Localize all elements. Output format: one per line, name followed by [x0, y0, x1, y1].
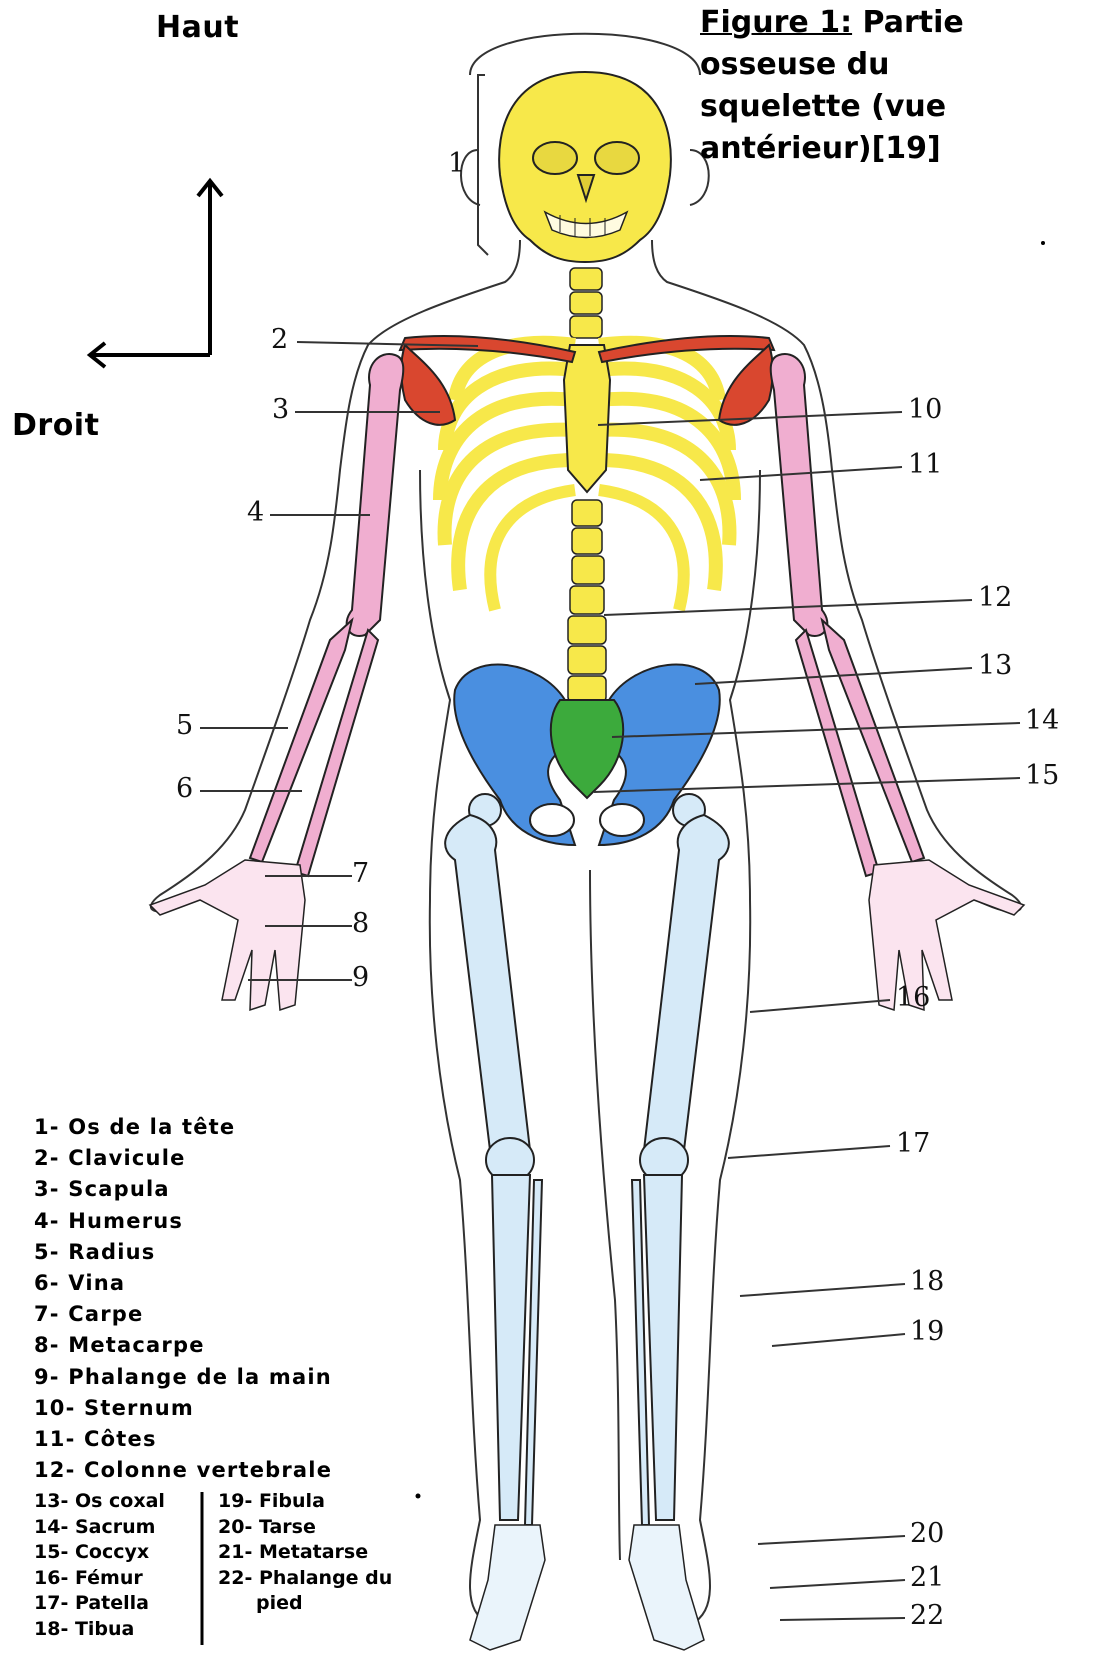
- callout-5: 5: [176, 710, 193, 741]
- callout-6: 6: [176, 773, 193, 804]
- callout-4: 4: [247, 497, 264, 528]
- legend-item: 21- Metatarse: [218, 1540, 392, 1566]
- hands: [150, 860, 1024, 1010]
- callout-21: 21: [910, 1562, 944, 1593]
- legend-item: 10- Sternum: [34, 1393, 332, 1424]
- sternum: [564, 345, 610, 492]
- callout-12: 12: [978, 582, 1012, 613]
- legend-item: 16- Fémur: [34, 1566, 165, 1592]
- legend-item: 2- Clavicule: [34, 1143, 332, 1174]
- leg-bones: [445, 794, 729, 1525]
- legend-lower-right: 19- Fibula 20- Tarse 21- Metatarse 22- P…: [218, 1489, 392, 1617]
- title-line-3: squelette (vue: [700, 86, 964, 128]
- legend-lower-left: 13- Os coxal 14- Sacrum 15- Coccyx 16- F…: [34, 1489, 165, 1643]
- callout-11: 11: [908, 449, 942, 480]
- orientation-right-label: Droit: [12, 408, 99, 443]
- callout-20: 20: [910, 1518, 944, 1549]
- legend-item: 6- Vina: [34, 1268, 332, 1299]
- callout-7: 7: [352, 858, 369, 889]
- callout-8: 8: [352, 908, 369, 939]
- legend-item: 19- Fibula: [218, 1489, 392, 1515]
- legend-item: 5- Radius: [34, 1237, 332, 1268]
- legend-item: 7- Carpe: [34, 1299, 332, 1330]
- legend-item: 8- Metacarpe: [34, 1330, 332, 1361]
- callout-3: 3: [272, 394, 289, 425]
- legend-item: 14- Sacrum: [34, 1515, 165, 1541]
- skull: [499, 72, 671, 262]
- legend-item: 4- Humerus: [34, 1206, 332, 1237]
- legend-item: pied: [218, 1591, 392, 1617]
- callout-22: 22: [910, 1600, 944, 1631]
- legend-item: 12- Colonne vertebrale: [34, 1455, 332, 1486]
- legend-item: 9- Phalange de la main: [34, 1362, 332, 1393]
- callout-9: 9: [352, 962, 369, 993]
- callout-2: 2: [271, 324, 288, 355]
- stray-dot: [1041, 241, 1045, 245]
- callout-18: 18: [910, 1266, 944, 1297]
- figure-label: Figure 1:: [700, 5, 852, 40]
- callout-17: 17: [896, 1128, 930, 1159]
- legend-item: 20- Tarse: [218, 1515, 392, 1541]
- legend-main: 1- Os de la tête 2- Clavicule 3- Scapula…: [34, 1112, 332, 1486]
- orientation-arrows: [90, 181, 222, 367]
- callout-13: 13: [978, 650, 1012, 681]
- feet: [470, 1525, 704, 1650]
- legend-item: 18- Tibua: [34, 1617, 165, 1643]
- callout-19: 19: [910, 1316, 944, 1347]
- callout-10: 10: [908, 394, 942, 425]
- title-line-2: osseuse du: [700, 44, 964, 86]
- legend-item: 17- Patella: [34, 1591, 165, 1617]
- legend-item: 1- Os de la tête: [34, 1112, 332, 1143]
- title-line-1: Partie: [852, 5, 964, 40]
- figure-title: Figure 1: Partie osseuse du squelette (v…: [700, 2, 964, 170]
- legend-item: 3- Scapula: [34, 1174, 332, 1205]
- callout-15: 15: [1025, 760, 1059, 791]
- title-line-4: antérieur)[19]: [700, 128, 964, 170]
- orientation-up-label: Haut: [156, 10, 239, 45]
- callout-1: 1: [448, 148, 465, 179]
- legend-item: 11- Côtes: [34, 1424, 332, 1455]
- legend-item: 13- Os coxal: [34, 1489, 165, 1515]
- callout-14: 14: [1025, 705, 1059, 736]
- legend-item: 15- Coccyx: [34, 1540, 165, 1566]
- legend-item: 22- Phalange du: [218, 1566, 392, 1592]
- callout-16: 16: [896, 982, 930, 1013]
- stray-dot: [416, 1494, 421, 1499]
